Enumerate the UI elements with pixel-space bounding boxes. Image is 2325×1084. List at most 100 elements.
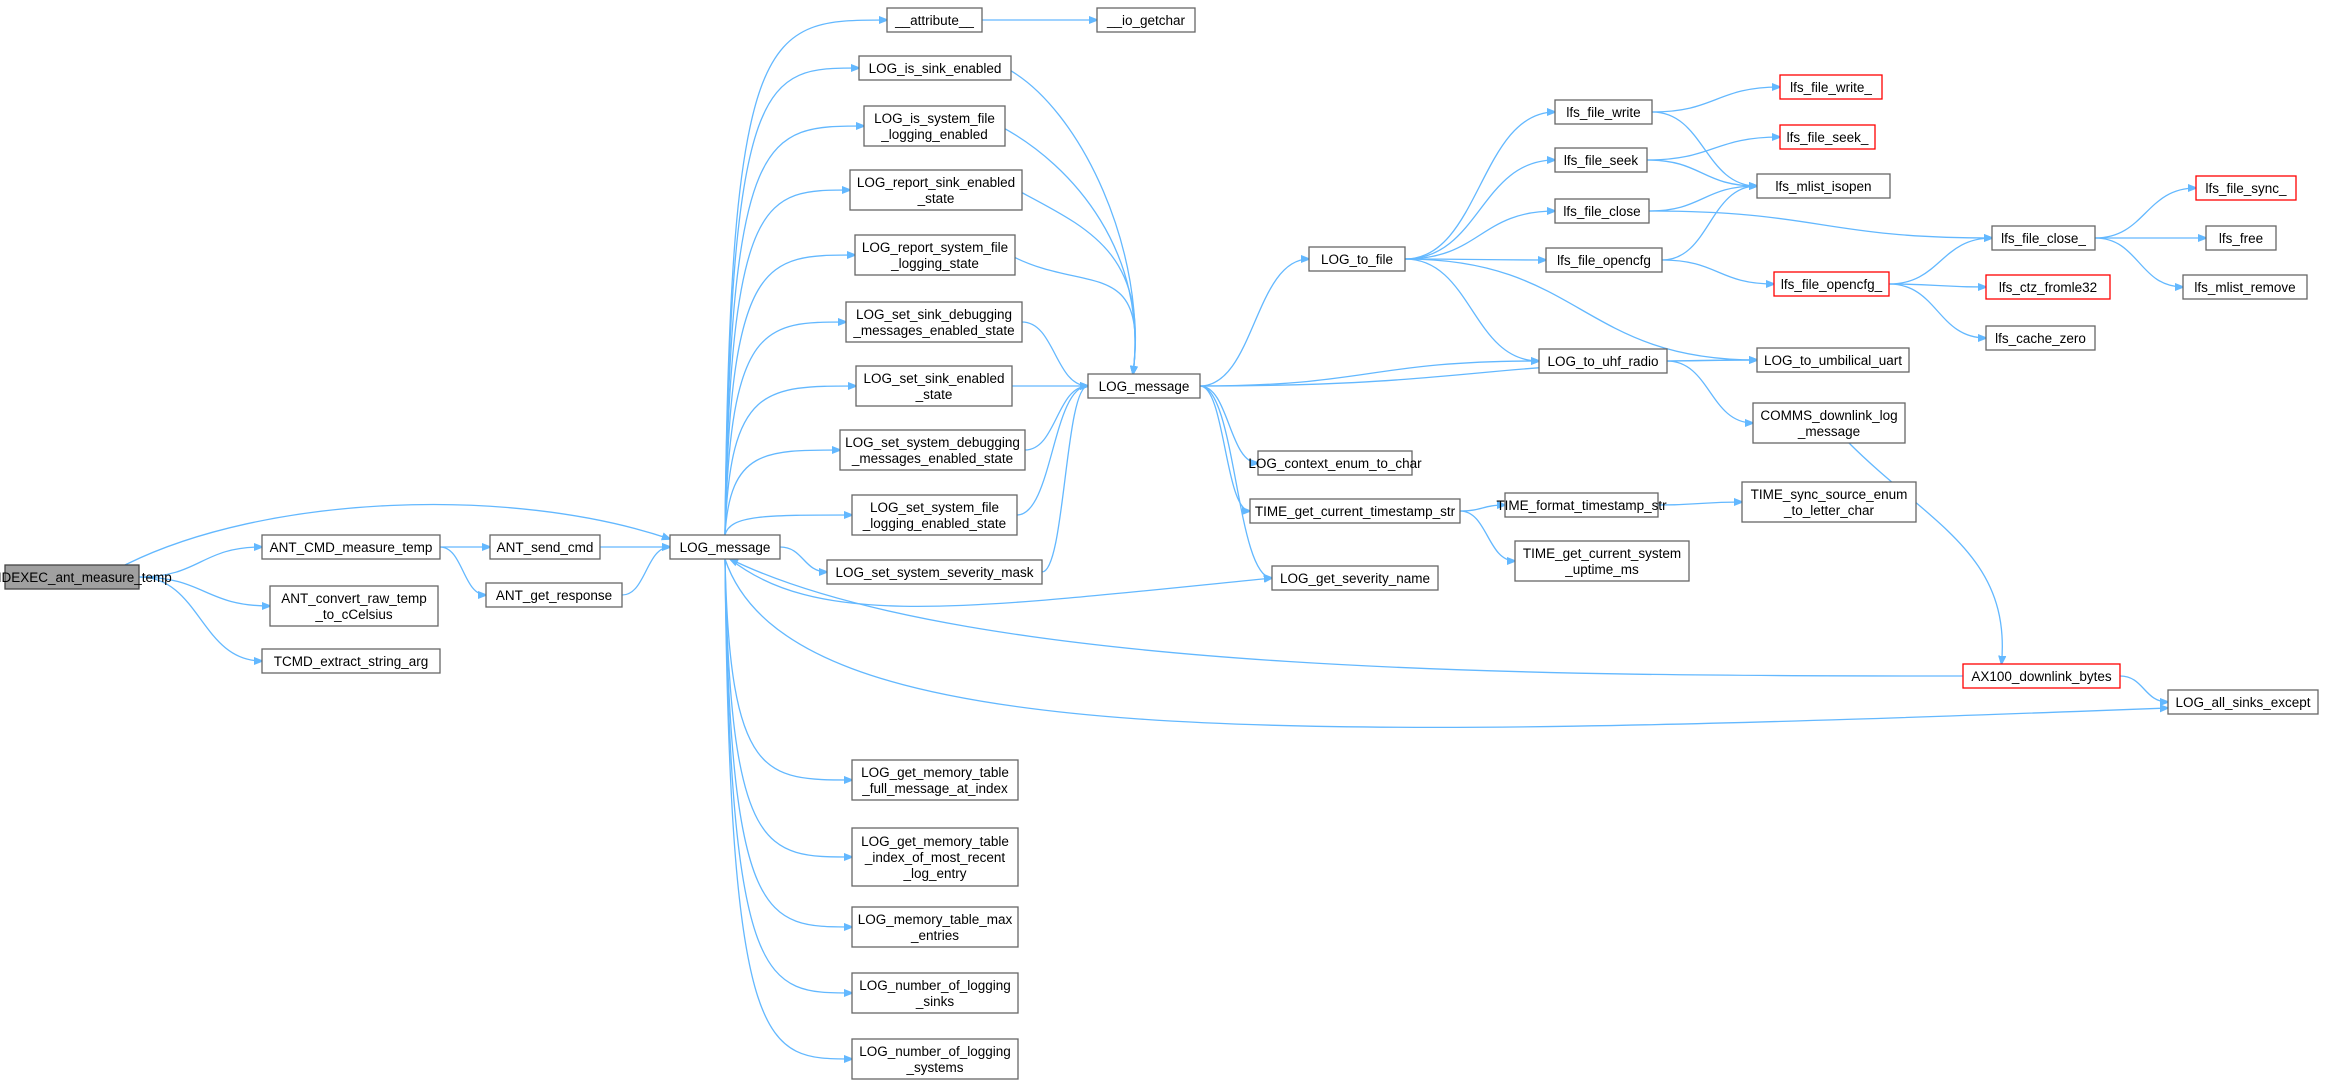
node-log-message-l[interactable]: LOG_message <box>669 534 781 560</box>
node-log-is-system-file[interactable]: LOG_is_system_file_logging_enabled <box>863 105 1006 147</box>
node-lfs-file-close[interactable]: lfs_file_close <box>1554 198 1650 224</box>
node-label: _sinks <box>915 994 955 1009</box>
node-label: _state <box>917 191 955 206</box>
node-log-get-mem-full[interactable]: LOG_get_memory_table_full_message_at_ind… <box>851 759 1019 801</box>
call-edge-log-message-l-to-log-mem-max <box>724 558 852 927</box>
node-label: _to_letter_char <box>1783 503 1875 518</box>
node-label: AX100_downlink_bytes <box>1971 669 2112 684</box>
node-ax100-downlink[interactable]: AX100_downlink_bytes <box>1962 663 2121 689</box>
call-edge-log-message-l-to-log-num-sinks <box>724 558 852 993</box>
node-log-context-enum[interactable]: LOG_context_enum_to_char <box>1248 450 1422 476</box>
node-label: LOG_message <box>1099 379 1190 394</box>
node-label: _logging_enabled <box>880 127 988 142</box>
node-box <box>851 759 1019 801</box>
node-label: LOG_set_system_debugging <box>845 435 1020 450</box>
node-label: lfs_file_write_ <box>1790 80 1872 95</box>
node-log-message-c[interactable]: LOG_message <box>1087 373 1201 399</box>
node-log-get-severity[interactable]: LOG_get_severity_name <box>1271 565 1439 591</box>
node-ant-cmd-measure-temp[interactable]: ANT_CMD_measure_temp <box>261 534 441 560</box>
node-log-to-uhf[interactable]: LOG_to_uhf_radio <box>1538 348 1668 374</box>
node-tcmd-extract[interactable]: TCMD_extract_string_arg <box>261 648 441 674</box>
node-ant-get-response[interactable]: ANT_get_response <box>485 582 623 608</box>
node-log-get-mem-index[interactable]: LOG_get_memory_table_index_of_most_recen… <box>851 827 1019 887</box>
node-label: LOG_set_system_severity_mask <box>835 565 1033 580</box>
node-log-report-system-file[interactable]: LOG_report_system_file_logging_state <box>854 234 1016 276</box>
node-lfs-file-seek-[interactable]: lfs_file_seek_ <box>1779 124 1876 150</box>
node-log-is-sink-enabled[interactable]: LOG_is_sink_enabled <box>858 55 1012 81</box>
node-label: LOG_get_memory_table <box>861 765 1009 780</box>
node-io-getchar[interactable]: __io_getchar <box>1096 7 1196 33</box>
node-log-set-system-file[interactable]: LOG_set_system_file_logging_enabled_stat… <box>851 494 1018 536</box>
node-lfs-file-close-[interactable]: lfs_file_close_ <box>1991 225 2096 251</box>
node-lfs-file-write[interactable]: lfs_file_write <box>1554 99 1653 125</box>
node-box <box>851 1038 1019 1080</box>
node-time-sync-source[interactable]: TIME_sync_source_enum_to_letter_char <box>1741 481 1917 523</box>
node-box <box>1514 540 1690 582</box>
call-edge-time-format-ts-to-time-sync-source <box>1657 502 1742 505</box>
node-lfs-file-sync-[interactable]: lfs_file_sync_ <box>2195 175 2297 201</box>
node-label: _logging_state <box>890 256 979 271</box>
node-label: ANT_CMD_measure_temp <box>270 540 433 555</box>
node-lfs-file-write-[interactable]: lfs_file_write_ <box>1779 74 1883 100</box>
node-log-num-systems[interactable]: LOG_number_of_logging_systems <box>851 1038 1019 1080</box>
node-lfs-file-opencfg[interactable]: lfs_file_opencfg <box>1545 247 1663 273</box>
call-edge-log-message-l-to-attribute <box>724 20 887 536</box>
call-edge-log-message-c-to-time-get-current-ts <box>1199 385 1250 511</box>
call-edge-lfs-file-opencfg--to-lfs-ctz-fromle32 <box>1888 284 1986 287</box>
node-label: lfs_file_seek_ <box>1787 130 1869 145</box>
node-label: LOG_set_sink_debugging <box>856 307 1012 322</box>
node-log-to-umbilical[interactable]: LOG_to_umbilical_uart <box>1756 347 1910 373</box>
node-ant-send-cmd[interactable]: ANT_send_cmd <box>489 534 601 560</box>
node-lfs-file-seek[interactable]: lfs_file_seek <box>1554 147 1648 173</box>
node-root[interactable]: TCMDEXEC_ant_measure_temp <box>0 564 172 590</box>
node-lfs-mlist-isopen[interactable]: lfs_mlist_isopen <box>1756 173 1891 199</box>
call-edge-time-get-current-ts-to-time-format-ts <box>1459 505 1505 512</box>
node-log-mem-max[interactable]: LOG_memory_table_max_entries <box>851 906 1019 948</box>
node-log-set-sink-enabled[interactable]: LOG_set_sink_enabled_state <box>855 365 1013 407</box>
node-log-set-sink-debugging[interactable]: LOG_set_sink_debugging_messages_enabled_… <box>845 301 1023 343</box>
call-edge-log-message-l-to-log-is-system-file <box>724 126 864 536</box>
node-box <box>851 972 1019 1014</box>
node-label: LOG_memory_table_max <box>858 912 1013 927</box>
node-lfs-file-opencfg-[interactable]: lfs_file_opencfg_ <box>1773 271 1890 297</box>
node-lfs-mlist-remove[interactable]: lfs_mlist_remove <box>2182 274 2308 300</box>
node-time-format-ts[interactable]: TIME_format_timestamp_str <box>1496 492 1667 518</box>
node-label: LOG_report_system_file <box>862 240 1008 255</box>
call-edge-log-message-c-to-log-to-umbilical <box>1199 360 1757 387</box>
call-edge-lfs-file-write-to-lfs-mlist-isopen <box>1651 111 1757 186</box>
node-log-to-file[interactable]: LOG_to_file <box>1308 246 1406 272</box>
node-time-get-current-ts[interactable]: TIME_get_current_timestamp_str <box>1249 498 1461 524</box>
node-attribute[interactable]: __attribute__ <box>886 7 983 33</box>
node-time-get-uptime[interactable]: TIME_get_current_system_uptime_ms <box>1514 540 1690 582</box>
node-log-set-system-severity[interactable]: LOG_set_system_severity_mask <box>826 559 1043 585</box>
call-edge-log-set-sink-debugging-to-log-message-c <box>1021 321 1088 386</box>
node-box <box>1554 198 1650 224</box>
node-box <box>269 585 439 627</box>
node-box <box>1087 373 1201 399</box>
node-log-all-sinks-except[interactable]: LOG_all_sinks_except <box>2167 689 2319 715</box>
node-label: _log_entry <box>902 866 966 881</box>
node-lfs-cache-zero[interactable]: lfs_cache_zero <box>1985 325 2096 351</box>
node-ant-convert[interactable]: ANT_convert_raw_temp_to_cCelsius <box>269 585 439 627</box>
node-label: _messages_enabled_state <box>852 323 1014 338</box>
node-comms-downlink[interactable]: COMMS_downlink_log_message <box>1752 402 1906 444</box>
call-edge-log-message-l-to-log-set-sink-debugging <box>724 322 846 536</box>
node-box <box>1779 124 1876 150</box>
call-edge-root-to-log-message-l <box>124 503 670 566</box>
node-log-num-sinks[interactable]: LOG_number_of_logging_sinks <box>851 972 1019 1014</box>
node-box <box>1985 325 2096 351</box>
node-log-report-sink[interactable]: LOG_report_sink_enabled_state <box>849 169 1023 211</box>
node-box <box>1554 147 1648 173</box>
node-box <box>2167 689 2319 715</box>
node-label: ANT_send_cmd <box>497 540 594 555</box>
call-edge-log-message-l-to-log-get-severity <box>729 558 1272 608</box>
node-label: _to_cCelsius <box>314 607 393 622</box>
node-lfs-ctz-fromle32[interactable]: lfs_ctz_fromle32 <box>1985 274 2111 300</box>
node-box <box>669 534 781 560</box>
node-label: lfs_file_seek <box>1564 153 1639 168</box>
node-box <box>4 564 140 590</box>
node-log-set-system-debugging[interactable]: LOG_set_system_debugging_messages_enable… <box>839 429 1026 471</box>
node-label: LOG_get_severity_name <box>1280 571 1430 586</box>
node-label: LOG_to_uhf_radio <box>1547 354 1658 369</box>
node-lfs-free[interactable]: lfs_free <box>2205 225 2277 251</box>
